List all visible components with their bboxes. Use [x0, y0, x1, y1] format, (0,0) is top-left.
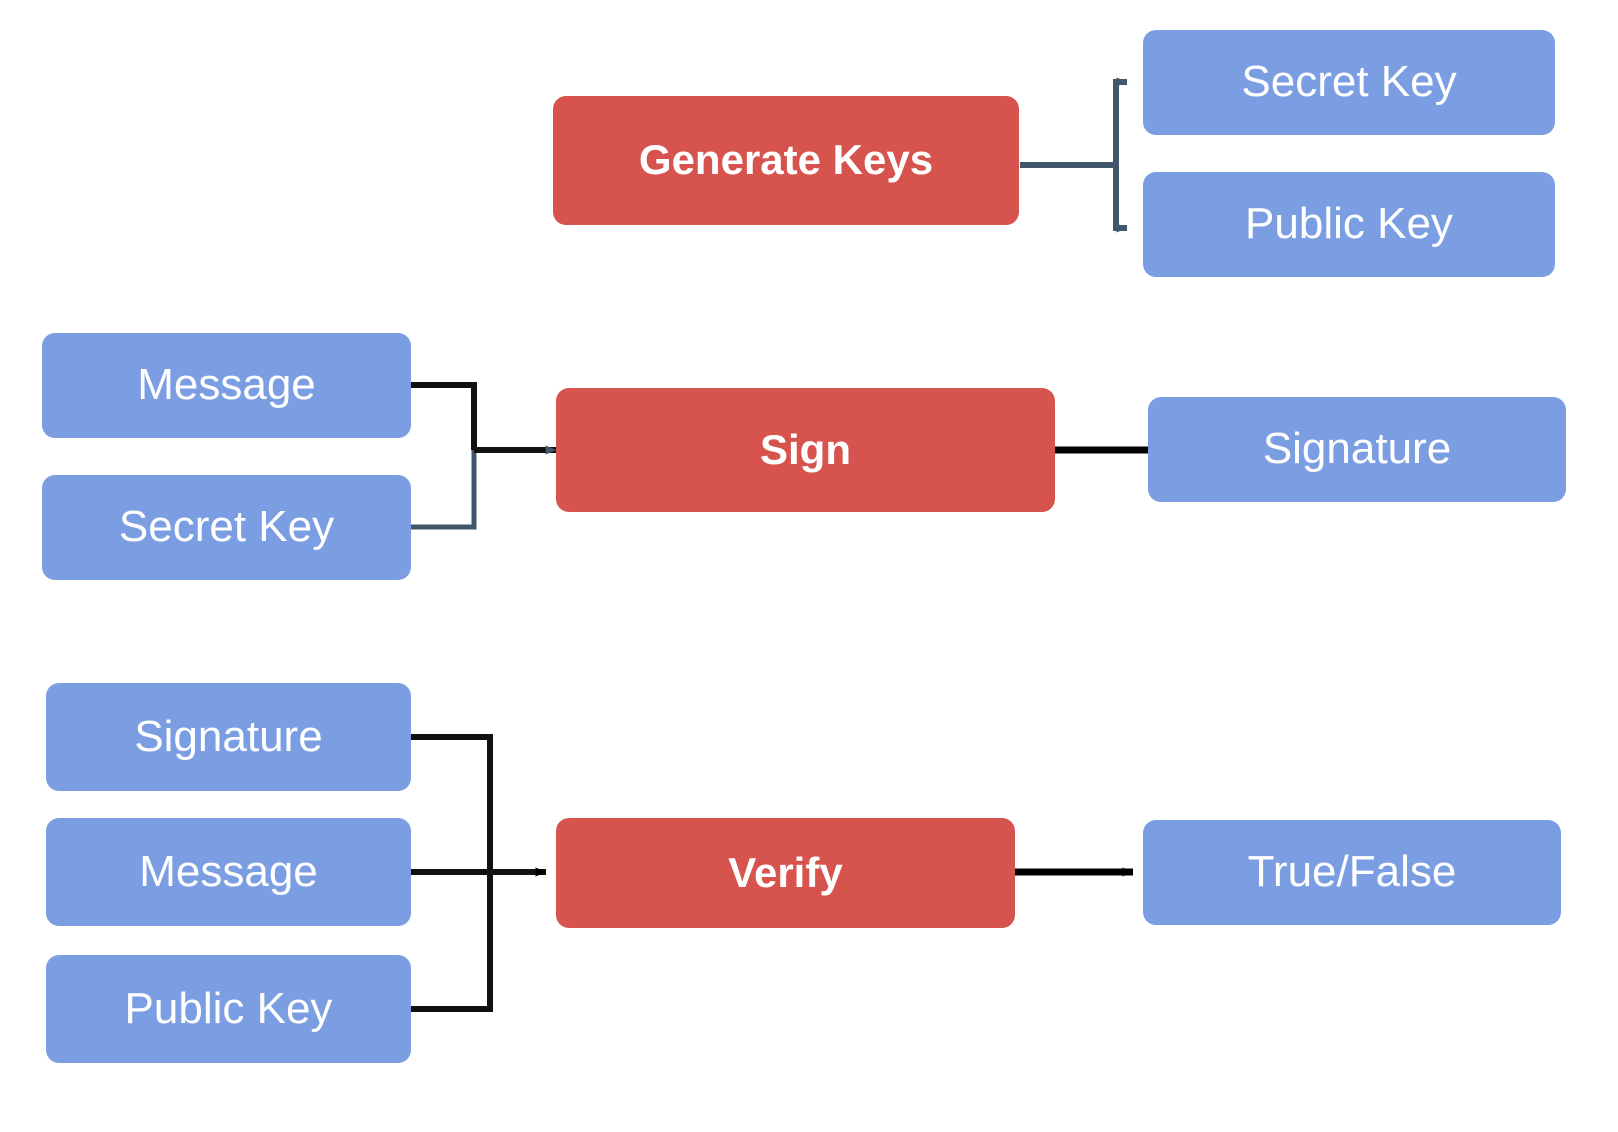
node-sign[interactable]: Sign — [556, 388, 1055, 512]
node-secret-key-sign-input[interactable]: Secret Key — [42, 475, 411, 580]
node-public-key-output-label: Public Key — [1245, 199, 1453, 249]
node-public-key-verify-input[interactable]: Public Key — [46, 955, 411, 1063]
node-public-key-output[interactable]: Public Key — [1143, 172, 1555, 277]
node-true-false-output-label: True/False — [1247, 847, 1457, 897]
node-message-verify-input[interactable]: Message — [46, 818, 411, 926]
node-message-sign-input[interactable]: Message — [42, 333, 411, 438]
node-generate-keys[interactable]: Generate Keys — [553, 96, 1019, 225]
edge-sign-inputs — [411, 382, 557, 530]
node-secret-key-output-label: Secret Key — [1241, 57, 1457, 107]
node-sign-label: Sign — [760, 425, 851, 473]
node-signature-output[interactable]: Signature — [1148, 397, 1566, 502]
node-public-key-verify-input-label: Public Key — [124, 983, 333, 1033]
node-verify[interactable]: Verify — [556, 818, 1015, 928]
node-true-false-output[interactable]: True/False — [1143, 820, 1561, 925]
edge-generate-keys-branch — [1020, 77, 1128, 233]
node-message-verify-input-label: Message — [139, 846, 318, 896]
node-generate-keys-label: Generate Keys — [638, 136, 934, 184]
node-secret-key-output[interactable]: Secret Key — [1143, 30, 1555, 135]
node-verify-label: Verify — [728, 848, 843, 896]
node-message-sign-input-label: Message — [137, 360, 316, 410]
node-signature-verify-input[interactable]: Signature — [46, 683, 411, 791]
node-signature-output-label: Signature — [1262, 424, 1452, 474]
node-signature-verify-input-label: Signature — [134, 711, 323, 761]
node-secret-key-sign-input-label: Secret Key — [118, 502, 335, 552]
edge-verify-inputs — [411, 734, 547, 1012]
